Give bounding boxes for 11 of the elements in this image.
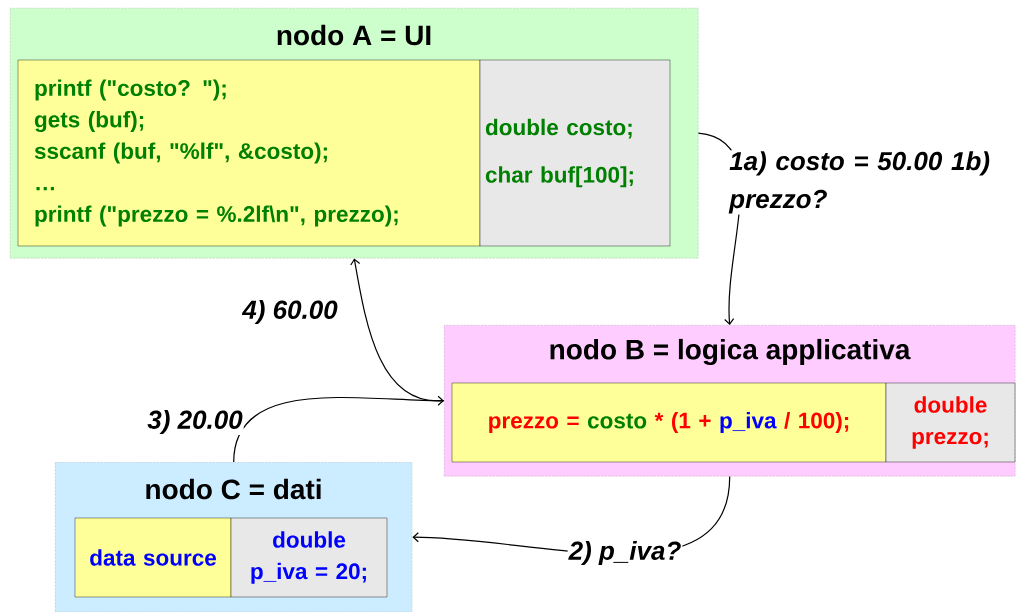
code-box: prezzo = costo * (1 + p_iva / 100);: [451, 382, 887, 463]
edge-label: 3) 20.00: [146, 408, 244, 436]
variable-box: double prezzo;: [885, 382, 1016, 463]
variable-box: double costo; char buf[100];: [479, 59, 671, 247]
arrow: [233, 395, 444, 463]
edge-label: 2) p_iva?: [567, 539, 683, 567]
edge-label: 1a) costo = 50.00 1b) prezzo?: [728, 150, 1006, 215]
variable-box: double p_iva = 20;: [230, 517, 388, 598]
code-box: printf ("costo? "); gets (buf); sscanf (buf, "%lf", &costo); … printf ("prezzo = %.2lf\n", prezzo);: [17, 59, 481, 247]
edge-label: 4) 60.00: [241, 298, 339, 326]
data-source-box: data source: [74, 517, 232, 598]
